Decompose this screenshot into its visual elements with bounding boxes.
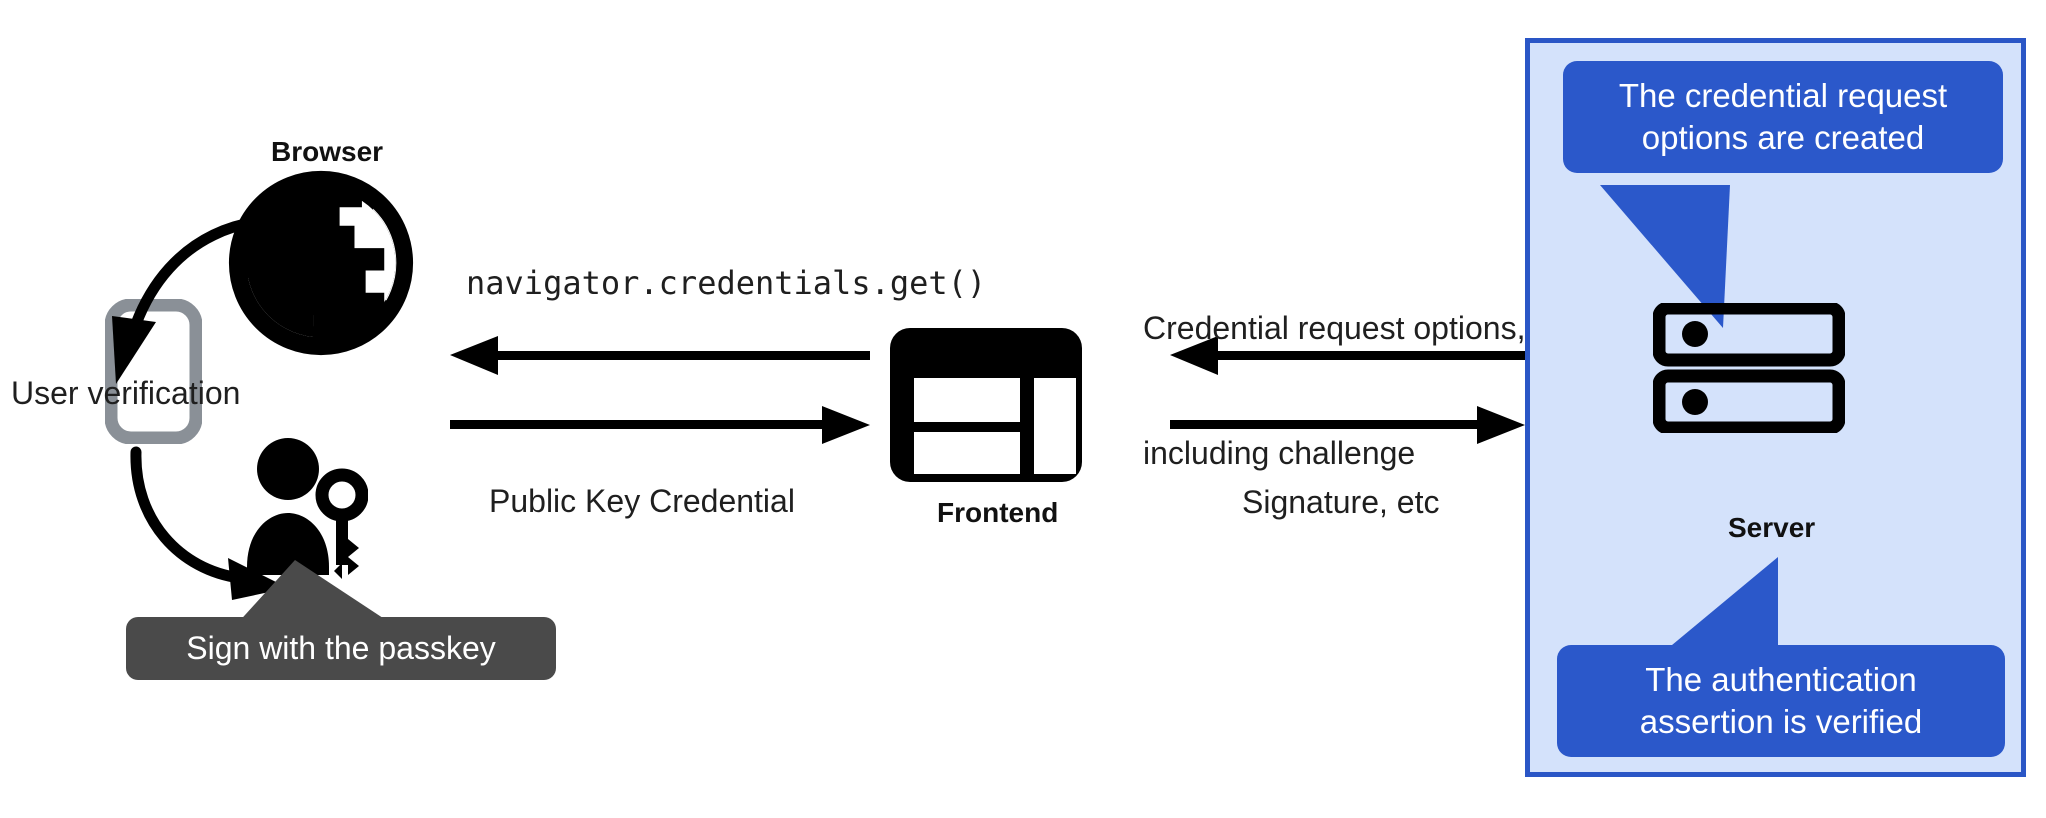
arrow-browser-to-phone [112, 214, 318, 384]
callout-top-tail [1600, 185, 1730, 328]
globe-icon-detail [228, 170, 414, 356]
signature-etc-label: Signature, etc [1242, 484, 1440, 520]
server-rack-icon [1653, 303, 1845, 433]
callout-assertion-verified: The authentication assertion is verified [1557, 645, 2005, 758]
navigator-credentials-get-label: navigator.credentials.get() [466, 264, 987, 302]
credential-request-options-line2: including challenge [1143, 434, 1416, 471]
callout-bottom-tail [1660, 557, 1778, 655]
public-key-credential-label: Public Key Credential [489, 483, 795, 519]
callout-top-line1: The credential request [1618, 77, 1948, 114]
arrow-right-top [1170, 336, 1525, 375]
phone-icon [105, 299, 202, 444]
web-layout-icon [890, 328, 1082, 482]
callout-top-line2: options are created [1641, 119, 1925, 157]
server-label: Server [1728, 512, 1816, 543]
frontend-label: Frontend [937, 497, 1059, 528]
credential-request-options-label: Credential request options, including ch… [1143, 225, 1525, 558]
callout-bottom-line2: assertion is verified [1639, 703, 1923, 741]
arrows-browser-frontend [450, 336, 870, 444]
arrow-left-bottom [450, 406, 870, 444]
callout-bottom-line1: The authentication [1645, 661, 1917, 698]
arrow-right-bottom [1170, 406, 1525, 444]
passkey-callout-tail [235, 560, 395, 626]
credential-request-options-line1: Credential request options, [1143, 310, 1526, 347]
person-with-key-icon [247, 438, 368, 579]
browser-label: Browser [271, 136, 384, 167]
user-verification-label: User verification [11, 375, 241, 411]
arrow-left-top [450, 336, 870, 375]
arrows-frontend-server [1170, 336, 1525, 444]
callout-sign-with-passkey: Sign with the passkey [126, 617, 556, 680]
callout-credential-request-options: The credential request options are creat… [1563, 61, 2003, 174]
